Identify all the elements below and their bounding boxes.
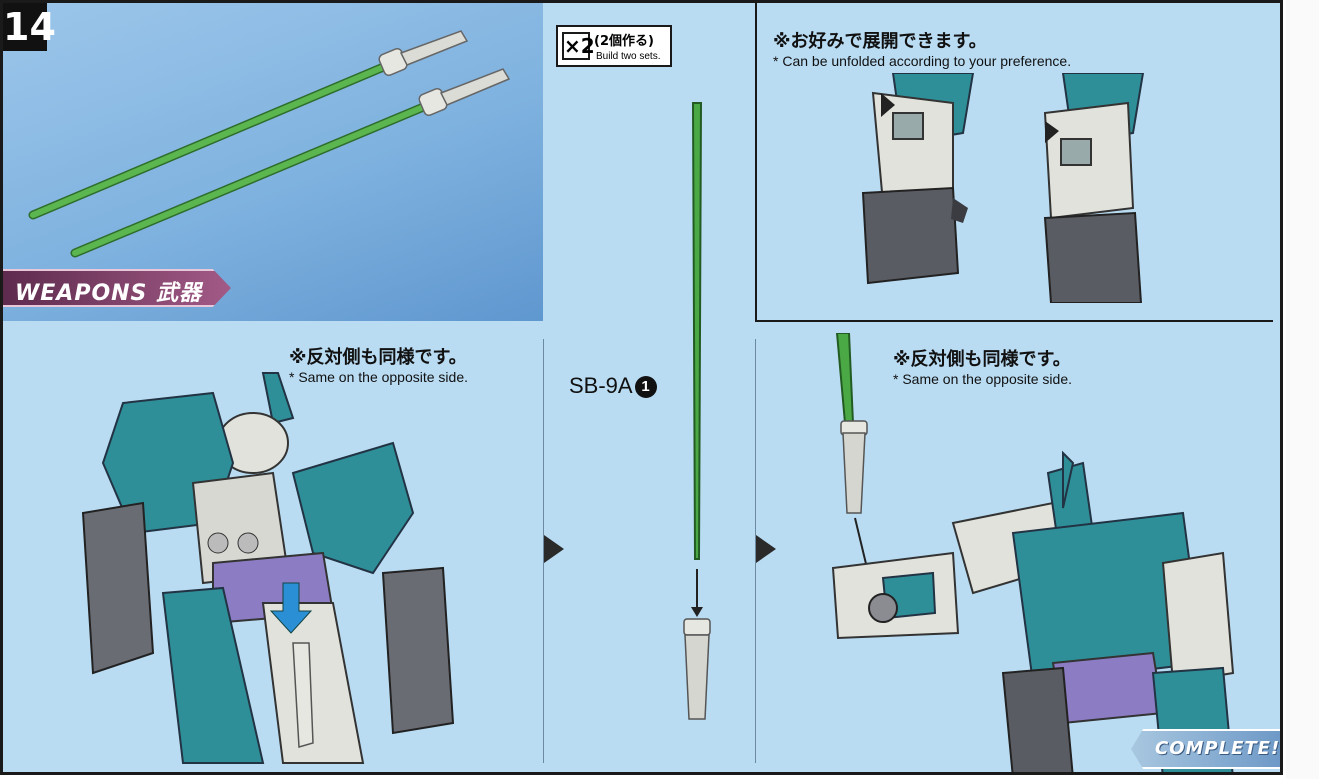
- down-arrow-icon-left: [881, 93, 895, 117]
- weapons-preview-panel: WEAPONS 武器: [3, 3, 543, 321]
- complete-banner: COMPLETE!!: [1131, 729, 1283, 769]
- page-margin: [1286, 0, 1319, 779]
- instruction-page: WEAPONS 武器 14 ×2 (2個作る) Build two sets. …: [0, 0, 1283, 775]
- build-count-en: Build two sets.: [596, 51, 661, 62]
- build-count-multiplier: ×2: [562, 32, 595, 60]
- build-count-box: ×2 (2個作る) Build two sets.: [556, 25, 672, 67]
- same-side-note-right: ※反対側も同様です。 * Same on the opposite side.: [893, 345, 1072, 387]
- unfold-note-jp: ※お好みで展開できます。: [773, 31, 987, 52]
- same-side-note-left-en: * Same on the opposite side.: [289, 369, 469, 385]
- unfold-note: ※お好みで展開できます。 * Can be unfolded according…: [773, 27, 1071, 69]
- same-side-note-right-jp: ※反対側も同様です。: [893, 349, 1071, 370]
- weapons-banner: WEAPONS 武器: [3, 269, 231, 307]
- weapons-banner-label: WEAPONS 武器: [15, 281, 203, 306]
- same-side-note-left: ※反対側も同様です。 * Same on the opposite side.: [289, 343, 468, 385]
- unfolding-legs-illustration: [861, 73, 1145, 303]
- saber-assembly-illustration: [683, 102, 711, 720]
- robot-left-illustration: [81, 372, 455, 764]
- divider-upper-right-bottom: [755, 320, 1273, 322]
- down-arrow-icon: [691, 607, 703, 617]
- divider-upper-right-left: [755, 3, 757, 321]
- insert-hint-arrow-icon: [269, 582, 313, 634]
- robot-right-illustration: [831, 333, 1235, 772]
- step-number: 14: [3, 3, 56, 51]
- leg-right: [1043, 73, 1145, 303]
- part-index-badge: 1: [634, 376, 657, 399]
- beam-sabers-illustration: [28, 30, 511, 258]
- unfold-note-en: * Can be unfolded according to your pref…: [773, 53, 1072, 69]
- divider-column-2: [755, 339, 756, 763]
- down-arrow-icon-right: [1045, 121, 1059, 143]
- beam-saber-lower: [70, 68, 511, 258]
- build-count-jp: (2個作る): [594, 34, 654, 49]
- leg-left: [861, 73, 975, 285]
- part-code: SB-9A: [569, 373, 633, 398]
- divider-column-1: [543, 339, 544, 763]
- same-side-note-right-en: * Same on the opposite side.: [893, 371, 1073, 387]
- flow-arrow-icon-1: [544, 535, 564, 563]
- beam-saber-upper: [28, 30, 469, 220]
- saber-hilt-cap: [683, 618, 711, 636]
- same-side-note-left-jp: ※反対側も同様です。: [289, 347, 467, 368]
- flow-arrow-icon-2: [756, 535, 776, 563]
- saber-hilt: [684, 634, 710, 720]
- saber-blade: [691, 102, 703, 560]
- complete-banner-label: COMPLETE!!: [1155, 738, 1283, 759]
